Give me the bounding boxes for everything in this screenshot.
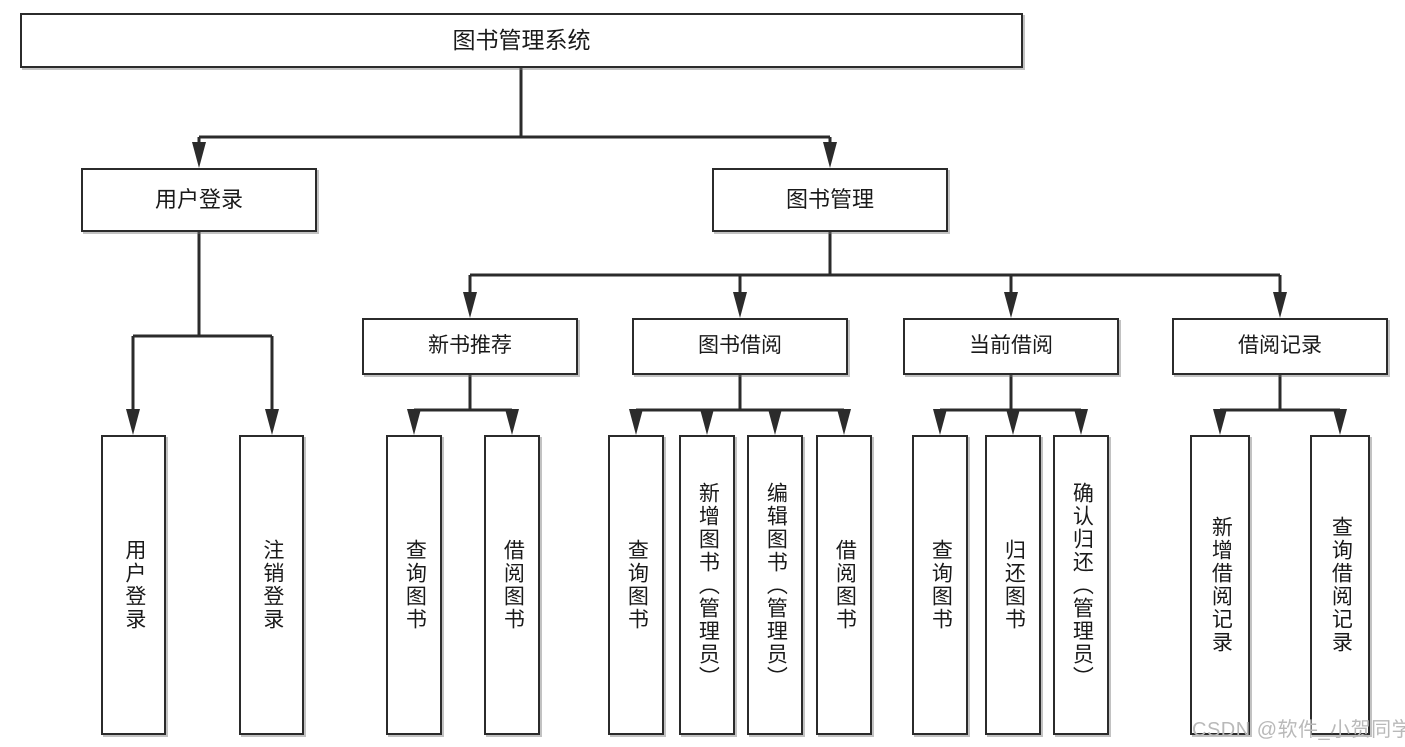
- node-leaf-确认归还管理员-10[interactable]: 确认归还（管理员）: [1053, 435, 1109, 735]
- connector-root-arrow-1-head: [823, 142, 837, 168]
- watermark-text: CSDN @软件_小贺同学: [1192, 719, 1405, 741]
- node-leaf-查询借阅记录-12[interactable]: 查询借阅记录: [1310, 435, 1370, 735]
- node-label: 借阅图书: [833, 539, 857, 631]
- node-label: 查询图书: [929, 539, 953, 631]
- node-label: 查询图书: [403, 539, 427, 631]
- node-leaf-用户登录-0[interactable]: 用户登录: [101, 435, 166, 735]
- connector-lines: [126, 68, 1347, 435]
- connector-manage-arrow-0-head: [463, 292, 477, 318]
- connector-login-arrow-0-head: [126, 409, 140, 435]
- node-label: 借阅记录: [1238, 334, 1322, 358]
- connector-group-0-arrow-0-head: [407, 409, 421, 435]
- node-label: 新书推荐: [428, 334, 512, 358]
- node-leaf-查询图书-2[interactable]: 查询图书: [386, 435, 442, 735]
- connector-group-2-arrow-0-head: [933, 409, 947, 435]
- node-leaf-新增图书管理员-5[interactable]: 新增图书（管理员）: [679, 435, 735, 735]
- node-root-图书管理系统[interactable]: 图书管理系统: [20, 13, 1023, 68]
- node-label: 用户登录: [122, 539, 146, 631]
- connector-group-1-arrow-3-head: [837, 409, 851, 435]
- connector-group-2-arrow-1-head: [1006, 409, 1020, 435]
- node-label: 用户登录: [154, 187, 243, 213]
- node-label: 查询借阅记录: [1329, 516, 1353, 654]
- connector-group-1-arrow-0-head: [629, 409, 643, 435]
- connector-group-2-arrow-2-head: [1074, 409, 1088, 435]
- node-label: 注销登录: [260, 539, 284, 631]
- node-leaf-借阅图书-3[interactable]: 借阅图书: [484, 435, 540, 735]
- connector-manage-arrow-2-head: [1004, 292, 1018, 318]
- node-leaf-查询图书-4[interactable]: 查询图书: [608, 435, 664, 735]
- node-label: 图书借阅: [698, 334, 782, 358]
- node-label: 确认归还（管理员）: [1070, 481, 1094, 689]
- node-label: 归还图书: [1002, 539, 1026, 631]
- node-leaf-查询图书-8[interactable]: 查询图书: [912, 435, 968, 735]
- node-leaf-注销登录-1[interactable]: 注销登录: [239, 435, 304, 735]
- connector-group-1-arrow-2-head: [768, 409, 782, 435]
- connector-manage-arrow-3-head: [1273, 292, 1287, 318]
- node-leaf-新增借阅记录-11[interactable]: 新增借阅记录: [1190, 435, 1250, 735]
- connector-group-3-arrow-1-head: [1333, 409, 1347, 435]
- node-label: 新增图书（管理员）: [696, 481, 720, 689]
- node-label: 当前借阅: [969, 334, 1053, 358]
- node-label: 图书管理系统: [452, 26, 591, 53]
- node-leaf-借阅图书-7[interactable]: 借阅图书: [816, 435, 872, 735]
- node-leaf-归还图书-9[interactable]: 归还图书: [985, 435, 1041, 735]
- connector-root-arrow-0-head: [192, 142, 206, 168]
- node-label: 新增借阅记录: [1209, 516, 1233, 654]
- node-label: 编辑图书（管理员）: [764, 481, 788, 689]
- node-level3-图书借阅-1[interactable]: 图书借阅: [632, 318, 848, 375]
- node-label: 图书管理: [785, 187, 874, 213]
- node-label: 查询图书: [625, 539, 649, 631]
- node-level3-当前借阅-2[interactable]: 当前借阅: [903, 318, 1119, 375]
- connector-group-1-arrow-1-head: [700, 409, 714, 435]
- node-leaf-编辑图书管理员-6[interactable]: 编辑图书（管理员）: [747, 435, 803, 735]
- node-level3-新书推荐-0[interactable]: 新书推荐: [362, 318, 578, 375]
- node-level2-用户登录-0[interactable]: 用户登录: [81, 168, 317, 232]
- node-level3-借阅记录-3[interactable]: 借阅记录: [1172, 318, 1388, 375]
- connector-group-3-arrow-0-head: [1213, 409, 1227, 435]
- node-level2-图书管理-1[interactable]: 图书管理: [712, 168, 948, 232]
- connector-group-0-arrow-1-head: [505, 409, 519, 435]
- connector-login-arrow-1-head: [265, 409, 279, 435]
- node-label: 借阅图书: [501, 539, 525, 631]
- connector-manage-arrow-1-head: [733, 292, 747, 318]
